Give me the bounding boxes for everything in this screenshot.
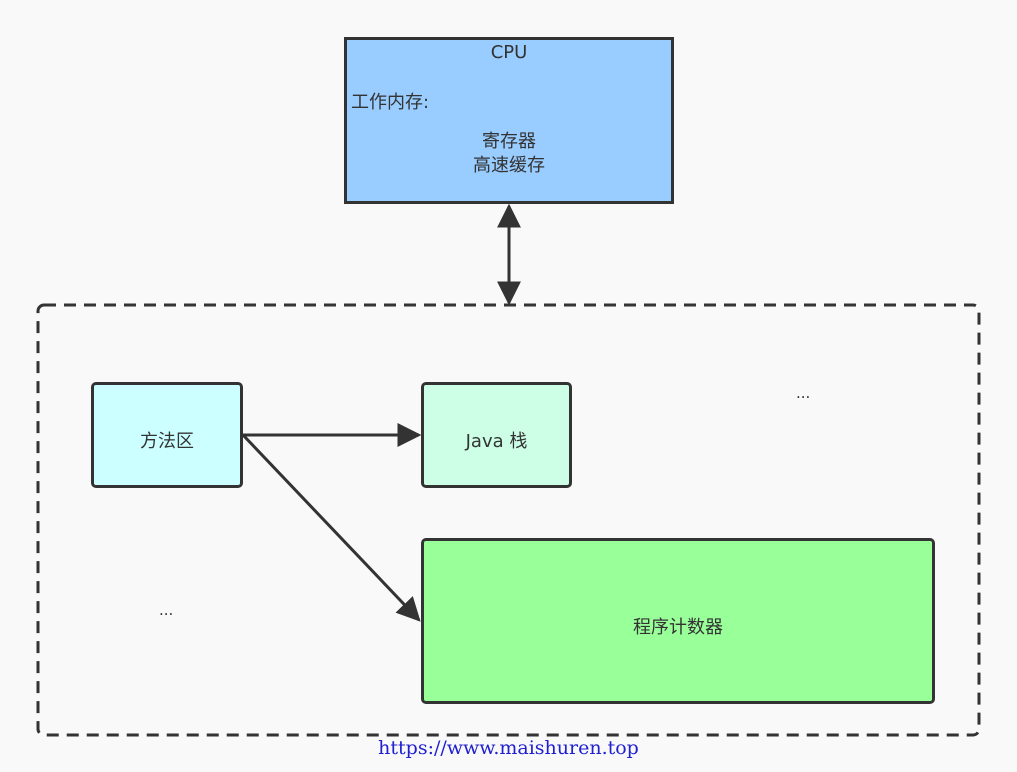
ellipsis-right: ... [796,384,811,402]
java-stack-label: Java 栈 [465,431,528,452]
program-counter-label: 程序计数器 [633,617,723,638]
program-counter-box: 程序计数器 [421,538,935,704]
ellipsis-left: ... [159,601,174,619]
method-area-box: 方法区 [91,382,243,488]
working-memory-label: 工作内存: [351,92,430,113]
cpu-box: CPU 工作内存: 寄存器 高速缓存 [344,37,674,204]
watermark-url: https://www.maishuren.top [378,737,639,759]
method-area-to-program-counter-arrow [241,433,421,622]
cpu-registers-label: 寄存器 [482,131,536,152]
method-area-label: 方法区 [140,431,194,452]
cpu-cache-label: 高速缓存 [473,155,545,176]
cpu-title: CPU [490,42,528,63]
java-stack-box: Java 栈 [421,382,572,488]
